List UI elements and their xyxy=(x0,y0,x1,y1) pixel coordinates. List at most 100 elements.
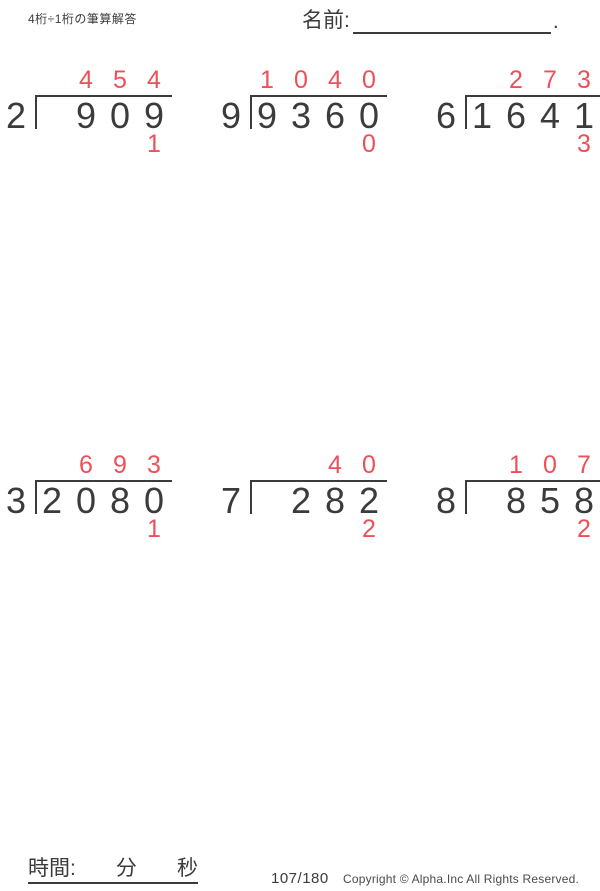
remainder-row: 0 xyxy=(250,131,387,157)
dividend-digit: 9 xyxy=(143,95,165,136)
remainder-digit xyxy=(69,131,103,157)
dividend-digit: 0 xyxy=(109,95,131,136)
dividend-digit: 8 xyxy=(109,480,131,521)
dividend-digit: 6 xyxy=(324,95,346,136)
copyright-notice: Copyright © Alpha.Inc All Rights Reserve… xyxy=(343,872,580,886)
division-bracket xyxy=(465,480,600,514)
quotient-digit: 7 xyxy=(543,66,557,94)
dividend-digit: 8 xyxy=(573,480,595,521)
quotient-digit xyxy=(465,451,499,479)
quotient-digit: 0 xyxy=(362,66,376,94)
dividend-digit: 0 xyxy=(75,480,97,521)
dividend-digit: 2 xyxy=(41,480,63,521)
dividend-digit: 9 xyxy=(75,95,97,136)
quotient-digit xyxy=(250,451,284,479)
dividend-digit: 0 xyxy=(358,95,380,136)
remainder-row: 1 xyxy=(35,131,172,157)
remainder-digit xyxy=(284,131,318,157)
remainder-digit xyxy=(103,131,137,157)
quotient-digit: 3 xyxy=(577,66,591,94)
dividend-digit xyxy=(465,483,499,519)
remainder-digit xyxy=(533,131,567,157)
remainder-digit xyxy=(69,516,103,542)
remainder-digit: 1 xyxy=(147,130,161,158)
name-label: 名前: xyxy=(302,9,350,32)
page-number: 107/180 xyxy=(271,870,329,887)
quotient-digit: 4 xyxy=(328,66,342,94)
division-bracket xyxy=(250,95,387,129)
quotient-digit: 7 xyxy=(577,451,591,479)
remainder-digit xyxy=(465,516,499,542)
quotient-digit: 1 xyxy=(260,66,274,94)
name-blank-line xyxy=(352,8,551,34)
quotient-digit xyxy=(35,66,69,94)
remainder-digit: 1 xyxy=(147,515,161,543)
divisor: 9 xyxy=(220,95,242,136)
remainder-row: 2 xyxy=(465,516,600,542)
quotient-digit xyxy=(35,451,69,479)
remainder-digit: 0 xyxy=(362,130,376,158)
quotient-digit: 6 xyxy=(79,451,93,479)
dividend-digit: 2 xyxy=(290,480,312,521)
remainder-row: 3 xyxy=(465,131,600,157)
remainder-digit xyxy=(35,131,69,157)
dividend-digit: 8 xyxy=(324,480,346,521)
divisor: 2 xyxy=(5,95,27,136)
remainder-digit xyxy=(465,131,499,157)
remainder-row: 2 xyxy=(250,516,387,542)
time-label: 時間: xyxy=(28,857,76,880)
dividend-digit: 4 xyxy=(539,95,561,136)
time-field: 時間: 分 秒 xyxy=(28,857,198,884)
quotient-digit: 9 xyxy=(113,451,127,479)
remainder-digit xyxy=(499,516,533,542)
division-bracket xyxy=(35,480,172,514)
remainder-digit xyxy=(250,516,284,542)
dividend-digit: 9 xyxy=(256,95,278,136)
remainder-row: 1 xyxy=(35,516,172,542)
name-field: 名前: . xyxy=(302,4,559,34)
divisor: 3 xyxy=(5,480,27,521)
quotient-digit: 2 xyxy=(509,66,523,94)
division-bracket xyxy=(465,95,600,129)
remainder-digit: 3 xyxy=(577,130,591,158)
dividend-digit: 3 xyxy=(290,95,312,136)
quotient-digit: 0 xyxy=(362,451,376,479)
seconds-label: 秒 xyxy=(177,857,198,880)
divisor: 6 xyxy=(435,95,457,136)
remainder-digit: 2 xyxy=(577,515,591,543)
dividend-digit: 2 xyxy=(358,480,380,521)
divisor: 7 xyxy=(220,480,242,521)
quotient-digit: 0 xyxy=(543,451,557,479)
dividend-digit: 5 xyxy=(539,480,561,521)
remainder-digit xyxy=(318,131,352,157)
dividend-digit: 0 xyxy=(143,480,165,521)
remainder-digit xyxy=(284,516,318,542)
dividend-digit xyxy=(250,483,284,519)
worksheet-title: 4桁÷1桁の筆算解答 xyxy=(28,12,137,26)
quotient-digit: 4 xyxy=(147,66,161,94)
quotient-digit: 3 xyxy=(147,451,161,479)
remainder-digit xyxy=(35,516,69,542)
division-bracket xyxy=(250,480,387,514)
dividend-digit: 1 xyxy=(471,95,493,136)
quotient-digit xyxy=(284,451,318,479)
dividend-digit: 1 xyxy=(573,95,595,136)
remainder-digit: 2 xyxy=(362,515,376,543)
quotient-digit: 5 xyxy=(113,66,127,94)
